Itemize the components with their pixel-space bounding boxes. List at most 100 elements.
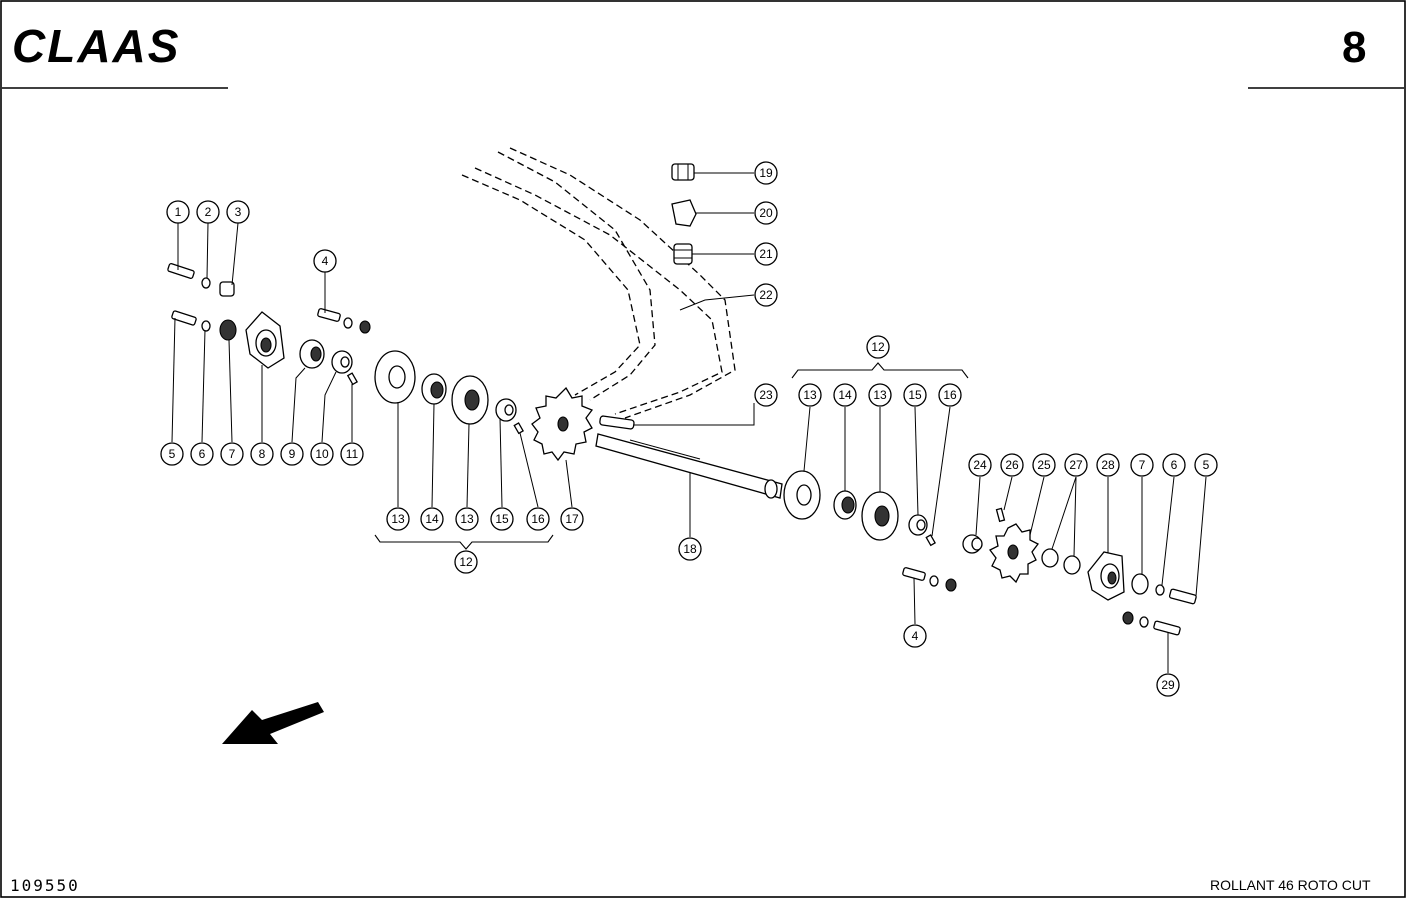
svg-text:17: 17 [565,512,579,526]
page-number: 8 [1342,23,1366,72]
svg-text:16: 16 [943,388,957,402]
callout-16-right: 16 [938,383,962,407]
svg-text:5: 5 [1203,458,1210,472]
offset-link-21 [673,243,693,265]
callout-labels: 1 2 3 4 5 6 7 8 9 10 11 13 14 13 15 16 1… [160,161,1218,697]
svg-text:14: 14 [425,512,439,526]
right-bearing-assembly [783,470,1197,636]
svg-text:13: 13 [460,512,474,526]
flange-housing-8 [245,311,285,369]
flange-13-left-b [451,375,489,425]
nut-7-right [1131,573,1149,595]
nut-4-left [359,320,371,334]
callout-7-right: 7 [1130,453,1154,477]
callout-12-right: 12 [866,335,890,359]
callout-28: 28 [1096,453,1120,477]
bolt-1 [167,263,195,279]
svg-text:15: 15 [495,512,509,526]
leader-lines [171,172,1207,673]
washer-4-right [929,575,939,587]
flange-13-left-a [374,350,416,404]
nut-4-right [945,578,957,592]
callout-13-left-b: 13 [455,507,479,531]
svg-text:12: 12 [459,555,473,569]
callout-20: 20 [754,201,778,225]
bushing-3 [219,281,235,297]
flange-13-right-a [783,470,821,520]
callout-4-left: 4 [313,249,337,273]
callout-13-right-b: 13 [868,383,892,407]
left-bearing-assembly [167,263,524,435]
svg-text:15: 15 [908,388,922,402]
callout-13-right-a: 13 [798,383,822,407]
bushing-24 [962,534,983,554]
spacer-27-a [1041,548,1059,568]
set-screw-16-right [925,534,936,547]
callout-14-right: 14 [833,383,857,407]
svg-text:27: 27 [1069,458,1083,472]
svg-text:8: 8 [259,447,266,461]
bearing-9 [299,339,325,369]
callout-23: 23 [754,383,778,407]
chain-link-19 [671,163,695,181]
bolt-4-left [317,308,341,322]
roller-chain [461,147,736,419]
callout-6-left: 6 [190,442,214,466]
callout-3: 3 [226,200,250,224]
travel-direction-arrow-icon [222,702,324,744]
svg-text:28: 28 [1101,458,1115,472]
bearing-insert-14-left [421,373,447,405]
callout-1: 1 [166,200,190,224]
callout-14-left: 14 [420,507,444,531]
bolt-29 [1153,620,1181,636]
callout-27: 27 [1064,453,1088,477]
flange-13-right-b [861,491,899,541]
svg-text:13: 13 [873,388,887,402]
callout-6-right: 6 [1162,453,1186,477]
collar-15-right [908,514,928,536]
connecting-link-20 [671,199,697,227]
callout-24: 24 [968,453,992,477]
collar-10 [331,350,353,374]
sprocket-17 [531,386,594,462]
svg-text:22: 22 [759,288,773,302]
svg-text:1: 1 [175,205,182,219]
svg-text:7: 7 [1139,458,1146,472]
callout-10: 10 [310,442,334,466]
callout-18: 18 [678,537,702,561]
model-name: ROLLANT 46 ROTO CUT [1210,877,1371,893]
set-screw-16-left [513,422,524,435]
bearing-insert-14-right [833,490,857,520]
callout-29: 29 [1156,673,1180,697]
nut-29 [1122,611,1134,625]
callout-16-left: 16 [526,507,550,531]
washer-6-right [1155,584,1165,596]
callout-7-left: 7 [220,442,244,466]
svg-text:12: 12 [871,340,885,354]
svg-text:29: 29 [1161,678,1175,692]
bolt-5-left [171,310,197,326]
svg-text:6: 6 [199,447,206,461]
collar-15-left [495,398,517,422]
spacer-27-b [1063,555,1081,575]
svg-text:9: 9 [289,447,296,461]
brand-logo: CLAAS [12,20,180,72]
svg-text:18: 18 [683,542,697,556]
svg-text:14: 14 [838,388,852,402]
set-screw-11 [346,372,358,386]
svg-text:4: 4 [322,254,329,268]
group-12-brace-left [374,534,554,550]
callout-4-right: 4 [903,624,927,648]
nut-7-left [219,319,237,341]
svg-text:7: 7 [229,447,236,461]
svg-text:26: 26 [1005,458,1019,472]
washer-6-left [201,320,211,332]
washer-2 [201,277,211,289]
callout-11: 11 [340,442,364,466]
document-number: 109550 [10,876,80,895]
callout-22: 22 [754,283,778,307]
svg-text:13: 13 [803,388,817,402]
svg-text:10: 10 [315,447,329,461]
